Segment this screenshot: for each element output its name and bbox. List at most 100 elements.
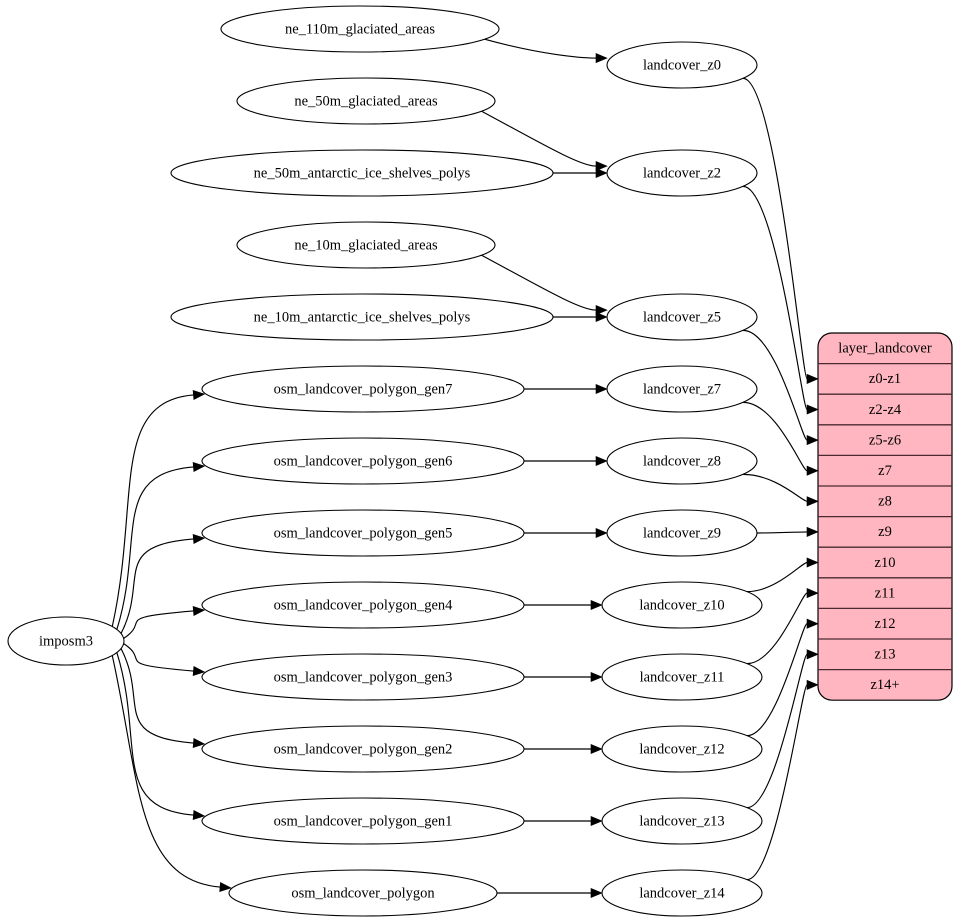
node-osm_landcover_polygon_gen1[interactable]: osm_landcover_polygon_gen1 [201,797,525,845]
edge-osm_landcover_polygon_gen1-to-landcover_z13 [524,815,603,827]
node-landcover_z9[interactable]: landcover_z9 [606,509,758,557]
node-label-ne_10m_antarctic_ice_shelves_polys: ne_10m_antarctic_ice_shelves_polys [254,309,471,325]
table-layer: layer_landcoverz0-z1z2-z4z5-z6z7z8z9z10z… [817,332,953,701]
edge-landcover_z7-to-layer_landcover_z7 [743,401,819,476]
edge-imposm3-to-osm_landcover_polygon [111,655,232,893]
table-row-z2-z4[interactable]: z2-z4 [869,402,902,418]
edge-landcover_z2-to-layer_landcover_z2-z4 [742,185,819,415]
node-landcover_z0[interactable]: landcover_z0 [606,41,758,89]
edge-ne_10m_antarctic_ice_shelves_polys-to-landcover_z5 [553,311,608,323]
edge-ne_110m_glaciated_areas-to-landcover_z0 [484,38,608,64]
table-row-z10[interactable]: z10 [875,555,896,571]
edge-arrowhead-icon [806,404,819,415]
node-label-osm_landcover_polygon_gen6: osm_landcover_polygon_gen6 [274,453,453,469]
edge-arrowhead-icon [192,737,206,749]
node-osm_landcover_polygon_gen2[interactable]: osm_landcover_polygon_gen2 [201,725,525,773]
edge-imposm3-to-osm_landcover_polygon_gen6 [116,461,206,630]
node-landcover_z5[interactable]: landcover_z5 [606,293,758,341]
node-label-osm_landcover_polygon_gen1: osm_landcover_polygon_gen1 [274,813,453,829]
node-osm_landcover_polygon[interactable]: osm_landcover_polygon [228,869,498,917]
edge-arrowhead-icon [806,465,819,476]
edge-ne_50m_antarctic_ice_shelves_polys-to-landcover_z2 [553,167,608,179]
node-label-landcover_z11: landcover_z11 [640,669,725,685]
node-label-osm_landcover_polygon_gen4: osm_landcover_polygon_gen4 [274,597,454,613]
edge-arrowhead-icon [595,455,608,467]
table-row-z11[interactable]: z11 [875,585,895,601]
node-ne_10m_antarctic_ice_shelves_polys[interactable]: ne_10m_antarctic_ice_shelves_polys [170,293,554,341]
node-label-landcover_z13: landcover_z13 [639,813,724,829]
edge-arrowhead-icon [192,389,206,401]
node-landcover_z8[interactable]: landcover_z8 [606,437,758,485]
node-label-landcover_z9: landcover_z9 [643,525,721,541]
table-row-z13[interactable]: z13 [875,647,896,663]
node-landcover_z7[interactable]: landcover_z7 [606,365,758,413]
table-row-z7[interactable]: z7 [878,463,892,479]
node-label-osm_landcover_polygon: osm_landcover_polygon [291,885,435,901]
node-osm_landcover_polygon_gen3[interactable]: osm_landcover_polygon_gen3 [201,653,525,701]
node-label-ne_50m_glaciated_areas: ne_50m_glaciated_areas [294,93,438,109]
table-row-z9[interactable]: z9 [878,524,892,540]
edge-arrowhead-icon [595,161,608,172]
node-label-ne_110m_glaciated_areas: ne_110m_glaciated_areas [285,21,435,37]
edge-arrowhead-icon [806,557,819,568]
layer-table[interactable]: layer_landcoverz0-z1z2-z4z5-z6z7z8z9z10z… [817,332,953,701]
table-row-z8[interactable]: z8 [878,494,892,510]
node-label-osm_landcover_polygon_gen7: osm_landcover_polygon_gen7 [274,381,453,397]
node-label-imposm3: imposm3 [39,633,93,649]
edge-arrowhead-icon [595,167,608,179]
node-osm_landcover_polygon_gen5[interactable]: osm_landcover_polygon_gen5 [201,509,525,557]
table-row-z0-z1[interactable]: z0-z1 [869,371,901,387]
table-row-z14+[interactable]: z14+ [870,677,899,693]
node-osm_landcover_polygon_gen6[interactable]: osm_landcover_polygon_gen6 [201,437,525,485]
edge-osm_landcover_polygon-to-landcover_z14 [496,887,603,899]
node-landcover_z13[interactable]: landcover_z13 [601,797,763,845]
node-ne_50m_antarctic_ice_shelves_polys[interactable]: ne_50m_antarctic_ice_shelves_polys [170,149,554,197]
edge-osm_landcover_polygon_gen3-to-landcover_z11 [524,671,603,683]
edge-landcover_z9-to-layer_landcover_z9 [756,526,819,537]
node-landcover_z11[interactable]: landcover_z11 [601,653,763,701]
node-imposm3[interactable]: imposm3 [7,616,125,666]
node-label-landcover_z7: landcover_z7 [643,381,721,397]
node-landcover_z14[interactable]: landcover_z14 [601,869,763,917]
edge-imposm3-to-osm_landcover_polygon_gen7 [111,389,206,627]
edge-arrowhead-icon [806,649,819,660]
edge-ne_50m_glaciated_areas-to-landcover_z2 [481,110,608,172]
edge-arrowhead-icon [590,599,603,611]
edge-arrowhead-icon [192,665,206,677]
edge-ne_10m_glaciated_areas-to-landcover_z5 [481,254,608,316]
edge-osm_landcover_polygon_gen4-to-landcover_z10 [524,599,603,611]
edge-arrowhead-icon [192,533,206,545]
edge-landcover_z10-to-layer_landcover_z10 [747,557,819,593]
edge-osm_landcover_polygon_gen6-to-landcover_z8 [524,455,608,467]
edge-arrowhead-icon [806,496,819,507]
node-ne_110m_glaciated_areas[interactable]: ne_110m_glaciated_areas [220,5,500,53]
node-landcover_z12[interactable]: landcover_z12 [601,725,763,773]
node-label-landcover_z10: landcover_z10 [639,597,724,613]
node-label-landcover_z0: landcover_z0 [643,57,721,73]
edge-imposm3-to-osm_landcover_polygon_gen1 [116,652,206,821]
edge-arrowhead-icon [192,461,206,473]
node-osm_landcover_polygon_gen7[interactable]: osm_landcover_polygon_gen7 [201,365,525,413]
node-ne_50m_glaciated_areas[interactable]: ne_50m_glaciated_areas [236,77,496,125]
node-label-landcover_z8: landcover_z8 [643,453,721,469]
node-landcover_z2[interactable]: landcover_z2 [606,149,758,197]
edge-arrowhead-icon [590,815,603,827]
node-label-landcover_z12: landcover_z12 [639,741,724,757]
node-landcover_z10[interactable]: landcover_z10 [601,581,763,629]
edge-landcover_z8-to-layer_landcover_z8 [743,473,819,507]
edge-arrowhead-icon [590,743,603,755]
table-row-z5-z6[interactable]: z5-z6 [869,432,901,448]
node-label-osm_landcover_polygon_gen2: osm_landcover_polygon_gen2 [274,741,453,757]
edge-arrowhead-icon [806,435,819,446]
node-ne_10m_glaciated_areas[interactable]: ne_10m_glaciated_areas [236,221,496,269]
edge-imposm3-to-osm_landcover_polygon_gen3 [123,643,206,677]
edge-landcover_z14-to-layer_landcover_z14_ [746,679,819,881]
node-label-landcover_z14: landcover_z14 [639,885,725,901]
node-osm_landcover_polygon_gen4[interactable]: osm_landcover_polygon_gen4 [201,581,525,629]
edge-landcover_z12-to-layer_landcover_z12 [747,618,819,737]
edge-arrowhead-icon [590,887,603,899]
edge-arrowhead-icon [219,881,232,893]
table-row-z12[interactable]: z12 [875,616,896,632]
edge-landcover_z11-to-layer_landcover_z11 [747,588,819,665]
edge-arrowhead-icon [806,526,819,537]
